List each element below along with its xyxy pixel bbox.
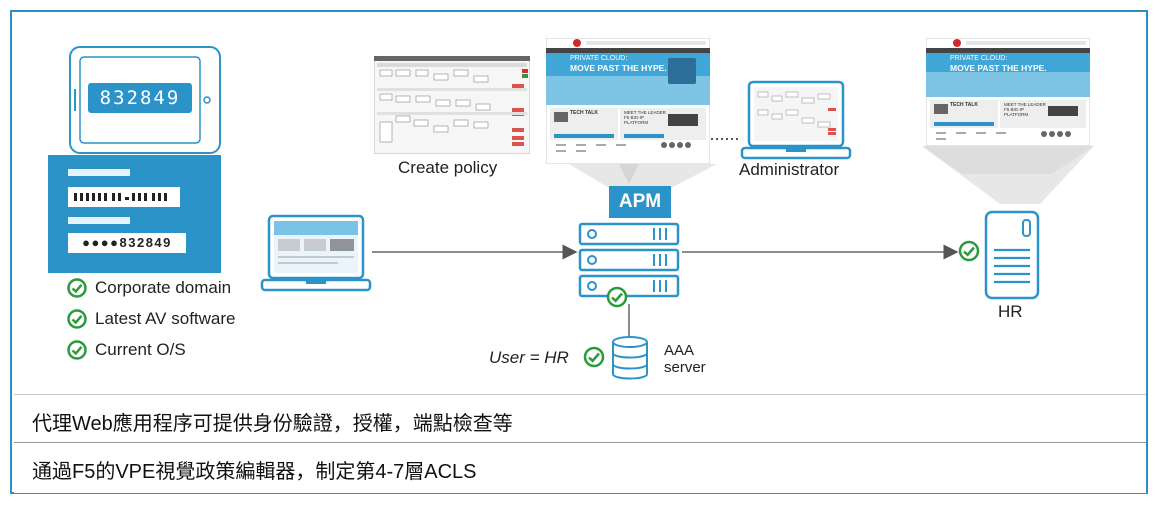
footer-row-1: 代理Web應用程序可提供身份驗證，授權，端點檢查等 (14, 394, 1146, 443)
banner-line-1: PRIVATE CLOUD: (950, 55, 1008, 62)
check-label: Corporate domain (95, 278, 232, 297)
smart-card: ●●●●832849 (48, 155, 221, 273)
check-label: Latest AV software (95, 309, 236, 328)
check-circle-icon (606, 286, 628, 308)
tech-talk-card: TECH TALK (570, 110, 598, 116)
banner-line-2: MOVE PAST THE HYPE. (570, 63, 667, 73)
token-code: 832849 (99, 87, 181, 109)
database-icon (612, 336, 648, 380)
connection-lines (372, 136, 1094, 346)
token-device: 832849 (68, 45, 222, 155)
check-circle-icon (67, 340, 87, 360)
check-item: Corporate domain (67, 278, 231, 298)
hr-website-screenshot: PRIVATE CLOUD: MOVE PAST THE HYPE. TECH … (926, 38, 1090, 146)
check-circle-icon (67, 309, 87, 329)
check-label: Current O/S (95, 340, 186, 359)
footer-text-2: 通過F5的VPE視覺政策編輯器，制定第4-7層ACLS (32, 461, 477, 483)
admin-laptop-icon (740, 80, 852, 162)
banner-line-2: MOVE PAST THE HYPE. (950, 63, 1047, 73)
apm-badge: APM (609, 186, 671, 218)
aaa-server-label: AAA server (664, 342, 706, 376)
leader-card: MEET THE LEADER F5 BIG-IP PLATFORM (1004, 102, 1046, 117)
card-stripe (68, 169, 130, 176)
card-masked-number: ●●●●832849 (68, 233, 186, 253)
footer-text-1: 代理Web應用程序可提供身份驗證，授權，端點檢查等 (32, 413, 513, 435)
check-item: Current O/S (67, 340, 186, 360)
check-circle-icon (958, 240, 980, 262)
client-laptop-icon (260, 214, 372, 294)
footer-row-2: 通過F5的VPE視覺政策編輯器，制定第4-7層ACLS (14, 442, 1146, 493)
create-policy-label: Create policy (398, 158, 498, 177)
check-item: Latest AV software (67, 309, 235, 329)
policy-editor-screenshot (373, 55, 531, 155)
hr-server-icon (984, 210, 1040, 302)
website-screenshot: PRIVATE CLOUD: MOVE PAST THE HYPE. TECH … (546, 38, 710, 164)
tech-talk-card: TECH TALK (950, 102, 978, 108)
check-circle-icon (583, 346, 605, 368)
user-hr-label: User = HR (489, 348, 569, 367)
card-stripe-2 (68, 217, 130, 224)
check-circle-icon (67, 278, 87, 298)
hr-label: HR (998, 302, 1023, 321)
diagram-frame: 832849 ●●●●832849 Corporate (10, 10, 1148, 494)
banner-line-1: PRIVATE CLOUD: (570, 55, 628, 62)
administrator-label: Administrator (739, 160, 840, 179)
apm-server-icon (578, 222, 680, 302)
card-barcode-field (68, 187, 180, 207)
leader-card: MEET THE LEADER F5 BIG-IP PLATFORM (624, 110, 666, 125)
